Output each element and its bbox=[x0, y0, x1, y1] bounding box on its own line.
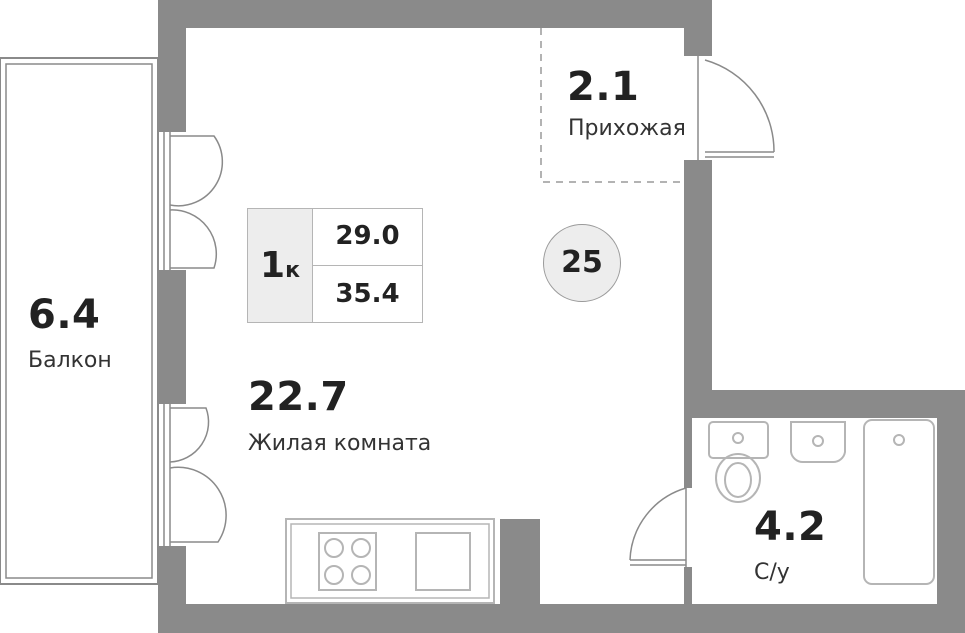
wall-top-right-stub bbox=[684, 0, 712, 56]
info-divider bbox=[313, 265, 423, 266]
bathroom-area: 4.2 bbox=[754, 504, 827, 550]
wall-bath-left-low bbox=[684, 567, 692, 604]
unit-number-badge: 25 bbox=[543, 224, 621, 302]
hall-name: Прихожая bbox=[568, 116, 686, 141]
stove-burner bbox=[351, 538, 371, 558]
balcony-outline bbox=[0, 57, 159, 585]
room-count: 1к bbox=[260, 245, 300, 286]
entrance-door bbox=[686, 56, 775, 160]
apartment-info: 1к 29.0 35.4 bbox=[247, 208, 423, 323]
bathroom-name: С/у bbox=[754, 560, 790, 585]
stove bbox=[318, 532, 377, 591]
stove-burner bbox=[324, 565, 344, 585]
kitchen-counter bbox=[285, 518, 495, 604]
wall-right-upper bbox=[684, 160, 712, 418]
bathroom-fixtures bbox=[708, 419, 935, 585]
washbasin bbox=[790, 421, 846, 464]
hall-area: 2.1 bbox=[567, 64, 640, 110]
wall-left-1 bbox=[158, 0, 186, 132]
toilet bbox=[708, 421, 769, 503]
wall-left-2 bbox=[158, 270, 186, 404]
wall-left-3 bbox=[158, 546, 186, 633]
room-count-suffix: к bbox=[285, 258, 300, 283]
living-area-total: 29.0 bbox=[335, 221, 400, 251]
living-area: 22.7 bbox=[248, 374, 349, 420]
total-area: 35.4 bbox=[335, 279, 400, 309]
stove-burner bbox=[324, 538, 344, 558]
balcony-area: 6.4 bbox=[28, 292, 101, 338]
kitchen-sink bbox=[415, 532, 471, 591]
wall-kitchen-stub bbox=[500, 519, 540, 604]
wall-right-outer bbox=[937, 390, 965, 633]
wall-bottom bbox=[158, 604, 965, 633]
room-count-cell: 1к bbox=[248, 209, 313, 322]
living-name: Жилая комната bbox=[248, 431, 432, 456]
hall-boundary bbox=[540, 28, 684, 183]
wall-top bbox=[158, 0, 712, 28]
wall-bath-left bbox=[684, 418, 692, 488]
stove-burner bbox=[351, 565, 371, 585]
walls bbox=[158, 0, 965, 633]
room-count-number: 1 bbox=[260, 245, 286, 286]
wall-bath-top bbox=[684, 390, 965, 418]
bathroom-door bbox=[629, 487, 687, 567]
balcony-door-lower bbox=[160, 404, 227, 546]
balcony-name: Балкон bbox=[28, 348, 112, 373]
bathtub bbox=[863, 419, 935, 585]
balcony-door-upper bbox=[160, 132, 224, 270]
